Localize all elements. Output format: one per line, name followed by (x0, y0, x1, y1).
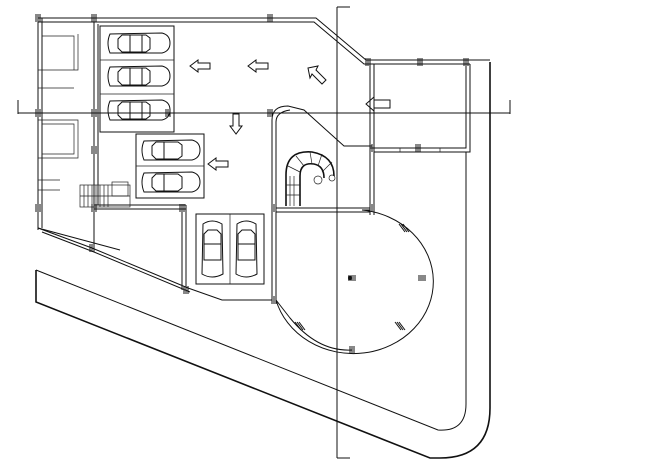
column-tick (298, 321, 306, 331)
column-tick (394, 321, 402, 331)
entry-arrow-left (365, 95, 391, 113)
car (107, 65, 171, 87)
parking-group-left (99, 25, 175, 133)
column-markers (35, 14, 469, 354)
car (107, 32, 171, 54)
spiral-ramp (285, 151, 336, 206)
car (141, 171, 201, 193)
parking-group-bottom (195, 213, 265, 285)
column-tick (396, 321, 404, 331)
column-tick (398, 321, 406, 331)
column-tick (402, 223, 410, 233)
flow-arrow-up-left (307, 65, 327, 85)
column-tick (296, 321, 304, 331)
car (201, 220, 224, 278)
stair (79, 181, 131, 208)
flow-arrow-down (229, 113, 243, 135)
parking-group-middle (135, 133, 205, 199)
flow-arrow-left (189, 59, 211, 73)
flow-arrow-left (207, 157, 229, 171)
building-outline (37, 17, 490, 250)
curved-drive (35, 62, 491, 459)
column-tick (398, 223, 406, 233)
car (235, 220, 258, 278)
circular-plaza (275, 209, 434, 355)
ramp-wall (271, 105, 372, 300)
car (107, 99, 171, 121)
column-tick (294, 321, 302, 331)
flow-arrow-left (247, 59, 269, 73)
column-tick (400, 223, 408, 233)
car (141, 139, 201, 161)
right-block (369, 60, 471, 215)
